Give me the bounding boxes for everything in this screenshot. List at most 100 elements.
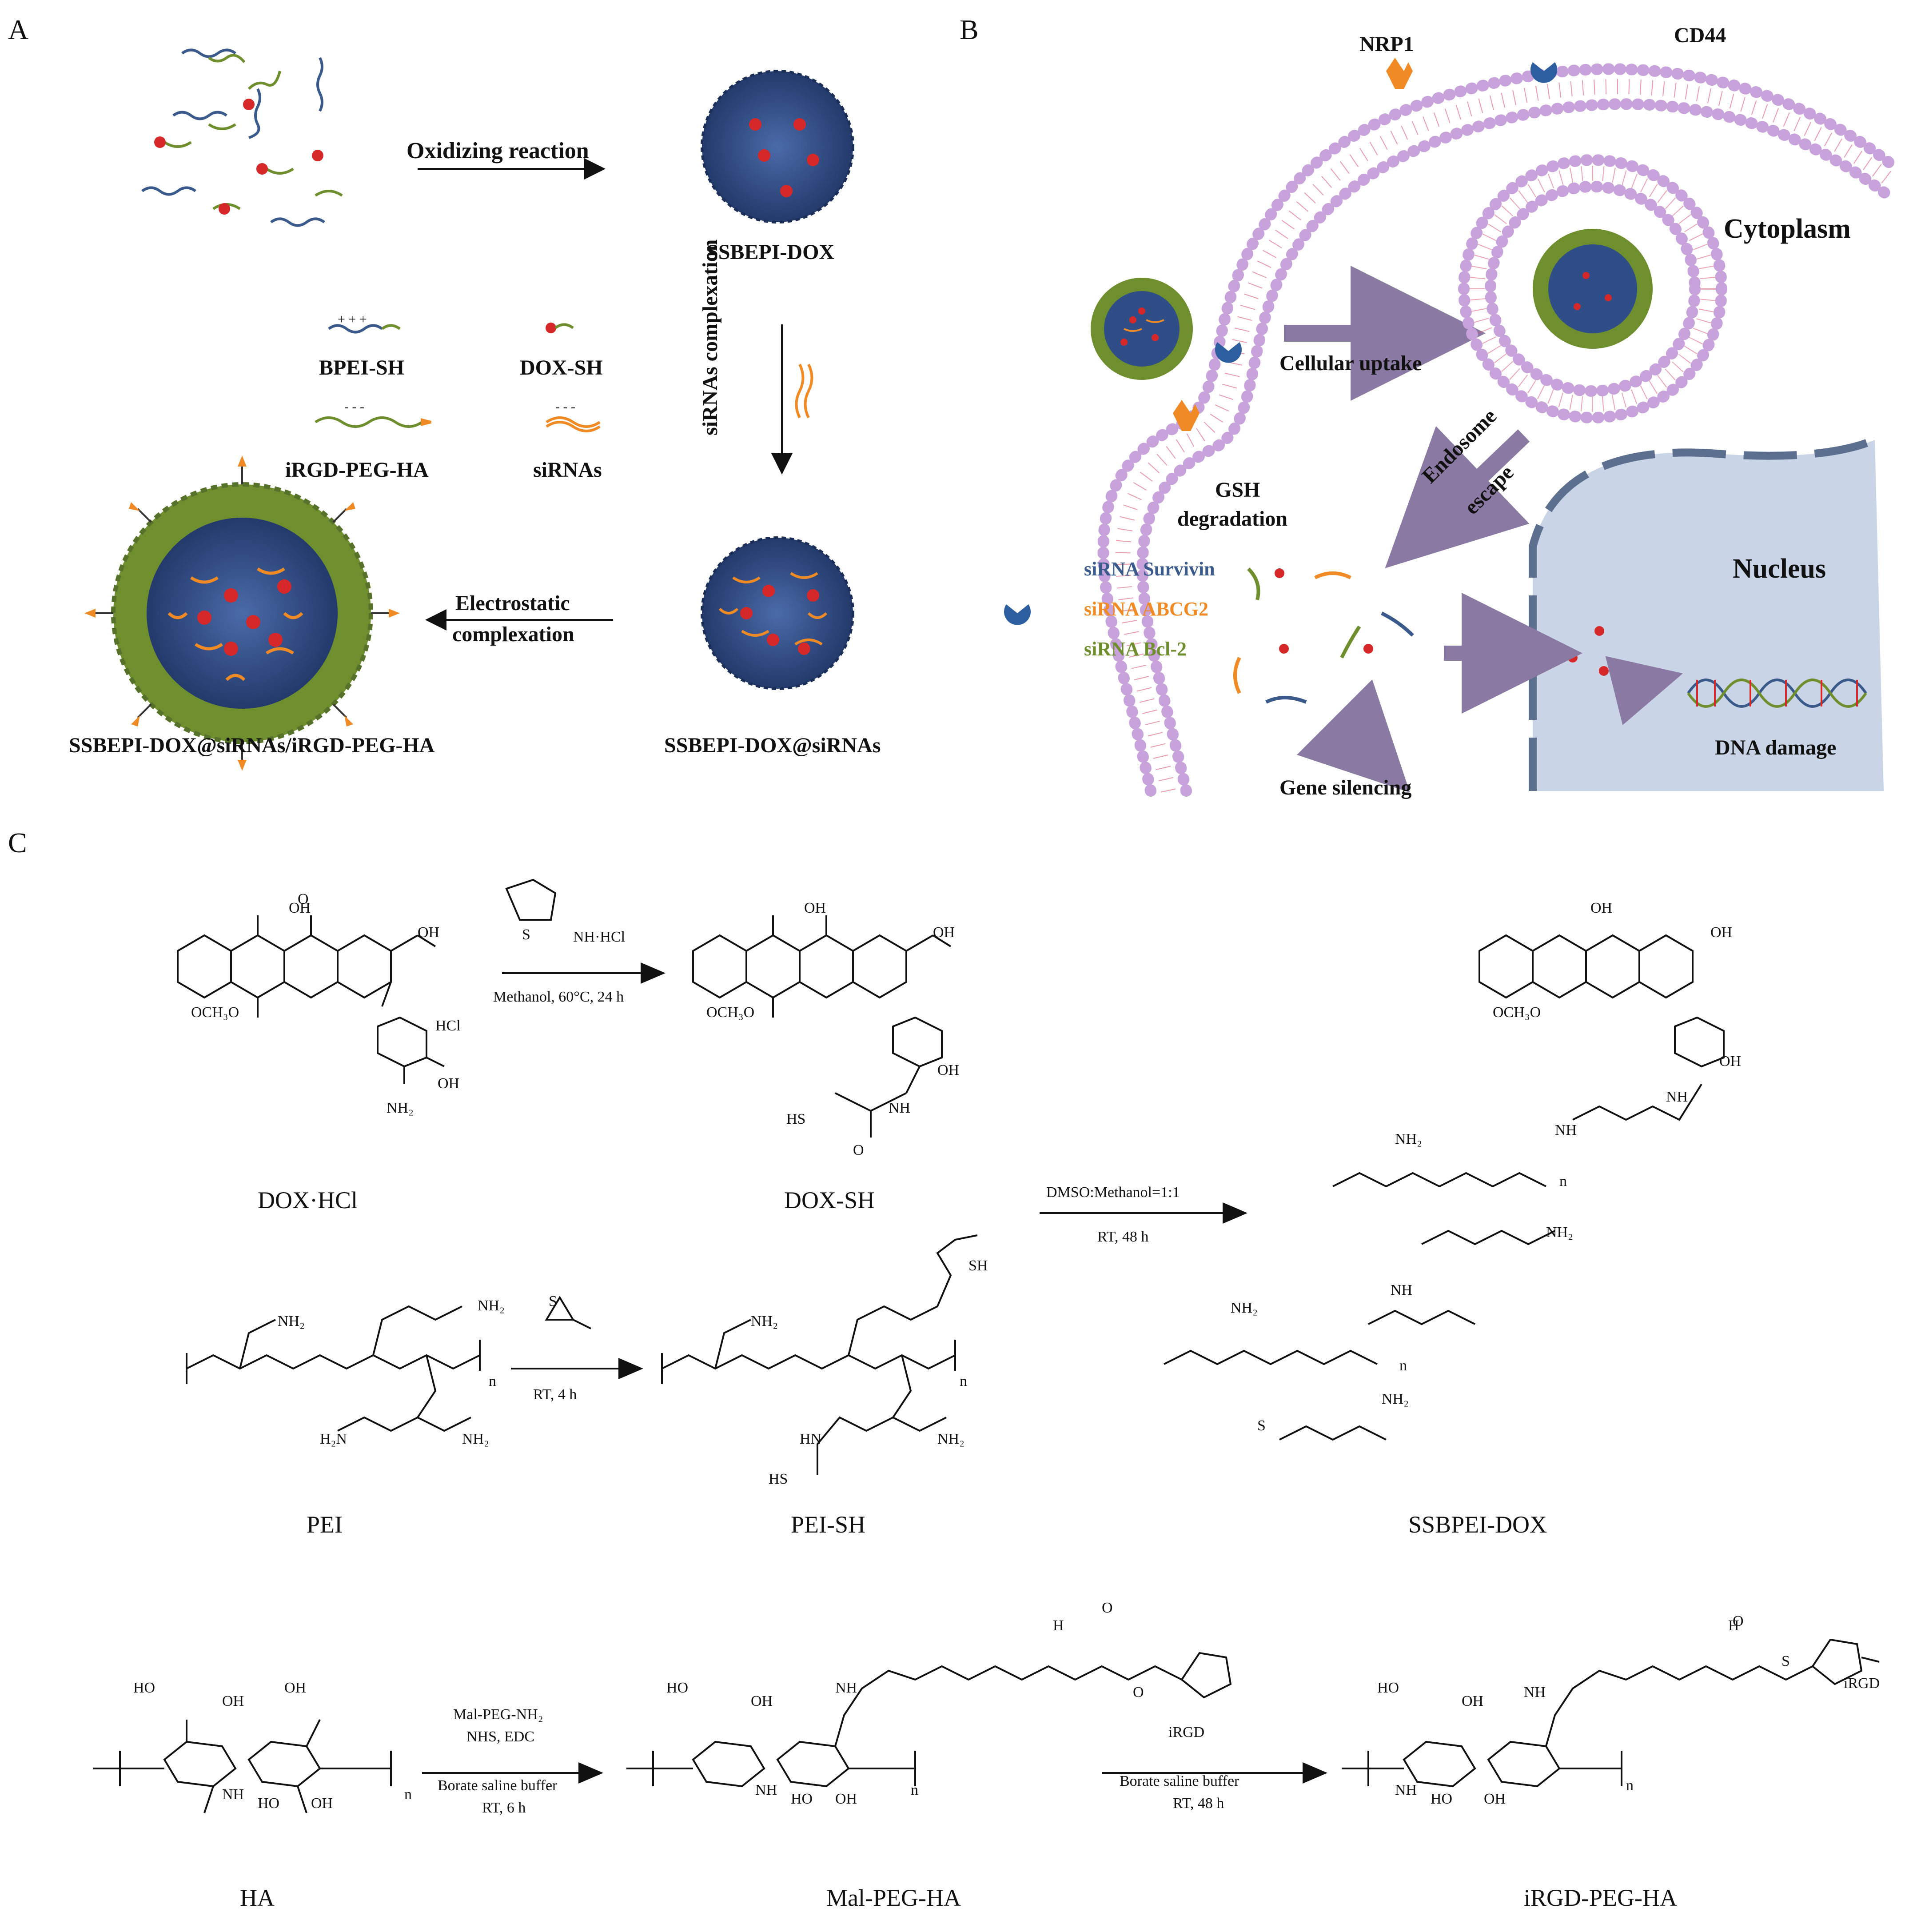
atom-oh-11: OH — [284, 1680, 307, 1696]
ha-structure — [93, 1719, 392, 1813]
atom-nh-8: NH — [1524, 1684, 1546, 1700]
atom-nh-9: NH — [1395, 1782, 1417, 1798]
panel-a-graphics: + + + - - - - - - — [84, 48, 854, 771]
endosome-escape-arrow — [1385, 426, 1530, 568]
atom-hs-2: HS — [769, 1471, 788, 1487]
panel-b-graphics — [1004, 58, 1903, 797]
atom-n-sub-1: n — [1559, 1173, 1567, 1190]
cd44-receptor — [1004, 62, 1557, 625]
oxidizing-reaction-label: Oxidizing reaction — [407, 138, 589, 164]
atom-nh-6: NH — [835, 1680, 857, 1696]
atom-nh-4: NH — [1391, 1282, 1413, 1298]
degradation-label: degradation — [1177, 507, 1288, 531]
dna-helix — [1687, 679, 1867, 708]
pei-sh-name: PEI-SH — [791, 1511, 866, 1538]
atom-o-3: O — [1102, 1600, 1113, 1616]
panel-label-a: A — [8, 14, 29, 45]
nanoparticle-outside — [1091, 278, 1193, 380]
atom-o-5: O — [1733, 1613, 1744, 1629]
atom-ho-6: HO — [1431, 1791, 1453, 1807]
reagent-nhs-edc: NHS, EDC — [466, 1728, 535, 1745]
electrostatic-label: Electrostatic — [455, 591, 570, 615]
atom-oh-7: OH — [1590, 900, 1613, 916]
atom-nh2-9: NH₂ — [751, 1313, 778, 1329]
gsh-label: GSH — [1215, 478, 1260, 502]
atom-och3-1: OCH₃O — [191, 1004, 239, 1021]
panel-label-b: B — [960, 14, 979, 45]
irgd-peg-ha-structure — [1342, 1638, 1880, 1788]
atom-oh-9: OH — [1719, 1053, 1742, 1070]
nucleus-label: Nucleus — [1733, 554, 1826, 584]
atom-ho-4: HO — [791, 1791, 813, 1807]
atom-nh-7: NH — [755, 1782, 777, 1798]
atom-s-2: S — [1257, 1417, 1266, 1434]
atom-sh-1: SH — [968, 1257, 988, 1274]
sirna-survivin-label: siRNA Survivin — [1084, 558, 1215, 580]
free-sirnas — [1233, 567, 1414, 704]
atom-n-sub-5: n — [404, 1786, 412, 1803]
atom-hcl: HCl — [435, 1018, 461, 1034]
atom-ho-1: HO — [133, 1680, 155, 1696]
condition-rt48: RT, 48 h — [1097, 1229, 1149, 1245]
sirnas-complexation-label: siRNAs complexation — [698, 239, 722, 435]
condition-methanol: Methanol, 60°C, 24 h — [493, 989, 624, 1005]
atom-oh-14: OH — [835, 1791, 857, 1807]
atom-nh2-7: NH₂ — [478, 1297, 505, 1314]
atom-oh-4: OH — [804, 900, 826, 916]
dox-sh-label: DOX-SH — [520, 356, 603, 379]
condition-dmso: DMSO:Methanol=1:1 — [1046, 1184, 1180, 1201]
atom-oh-6: OH — [937, 1062, 960, 1078]
ha-name: HA — [240, 1884, 275, 1911]
atom-n-sub-7: n — [1626, 1777, 1634, 1794]
atom-oh-1: OH — [289, 900, 311, 916]
atom-oh-12: OH — [311, 1795, 333, 1812]
condition-rt6: RT, 6 h — [482, 1800, 526, 1816]
ssbepi-dox-sirnas-label: SSBEPI-DOX@siRNAs — [664, 734, 881, 757]
atom-nh2-2: NH₂ — [1395, 1131, 1422, 1147]
condition-buffer-2: Borate saline buffer — [1120, 1773, 1239, 1789]
dox-hcl-name: DOX·HCl — [258, 1187, 358, 1213]
atom-n-sub-2: n — [1399, 1357, 1407, 1374]
bpei-sh-label: BPEI-SH — [319, 356, 405, 379]
atom-s-3: S — [549, 1293, 557, 1309]
dox-hcl-structure — [177, 915, 445, 1084]
atom-hn-1: HN — [800, 1431, 822, 1447]
atom-nh2-5: NH₂ — [1382, 1391, 1409, 1407]
atom-n-sub-3: n — [489, 1373, 496, 1389]
condition-rt4: RT, 4 h — [533, 1386, 577, 1403]
cellular-uptake-label: Cellular uptake — [1279, 351, 1422, 375]
atom-n-sub-6: n — [911, 1782, 918, 1798]
atom-h-2: H — [1728, 1617, 1739, 1634]
sirna-abcg2-label: siRNA ABCG2 — [1084, 598, 1208, 620]
atom-oh-8: OH — [1710, 924, 1733, 941]
atom-och3-3: OCH₃O — [1493, 1004, 1541, 1021]
atom-oh-5: OH — [933, 924, 955, 941]
atom-nh2-6: NH₂ — [278, 1313, 305, 1329]
atom-irgd: iRGD — [1844, 1675, 1880, 1692]
gene-silencing-arrow — [1297, 679, 1410, 793]
atom-och3-2: OCH₃O — [706, 1004, 755, 1021]
pei-sh-structure — [661, 1234, 978, 1475]
atom-o-2: O — [853, 1142, 864, 1158]
dox-sh-structure — [692, 915, 952, 1138]
atom-oh-10: OH — [222, 1693, 244, 1709]
atom-nh2-1: NH₂ — [387, 1100, 414, 1116]
atom-ho-3: HO — [666, 1680, 689, 1696]
nrp1-label: NRP1 — [1359, 32, 1414, 56]
polymer-chains — [141, 48, 343, 227]
plasma-membrane — [1097, 63, 1903, 797]
atom-o-4: O — [1133, 1684, 1144, 1700]
atom-nh-5: NH — [222, 1786, 244, 1803]
final-nanoparticle — [84, 455, 400, 771]
charge-signs: + + + - - - - - - — [338, 312, 575, 414]
dna-damage-label: DNA damage — [1715, 736, 1837, 759]
endosome — [1458, 154, 1727, 423]
complexation-label: complexation — [452, 623, 574, 646]
atom-h-1: H — [1053, 1617, 1064, 1634]
atom-nh-1: NH — [889, 1100, 911, 1116]
ssbpei-dox-name: SSBPEI-DOX — [1408, 1511, 1547, 1538]
mal-peg-ha-name: Mal-PEG-HA — [826, 1884, 961, 1911]
irgd-peg-ha-label: iRGD-PEG-HA — [285, 458, 429, 482]
atom-oh-15: OH — [1462, 1693, 1484, 1709]
svg-text:- - -: - - - — [555, 399, 575, 414]
